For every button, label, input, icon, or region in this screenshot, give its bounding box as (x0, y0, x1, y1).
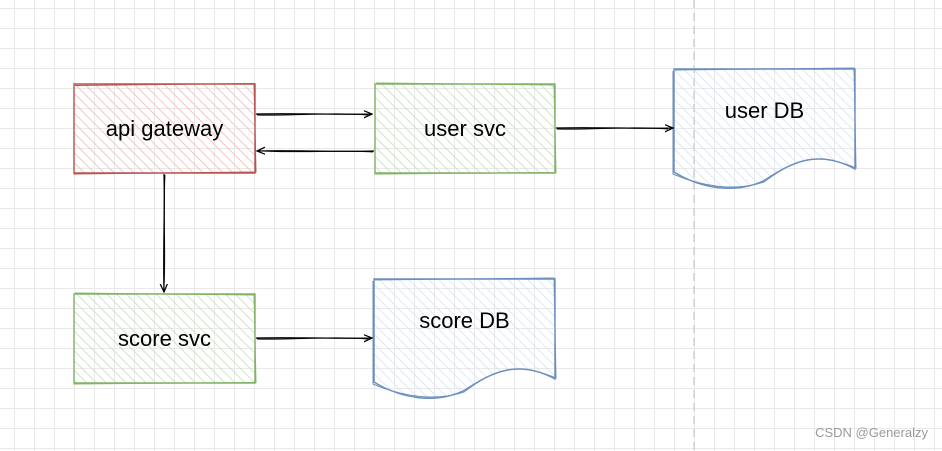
user-db-label: user DB (724, 98, 805, 123)
user-db-document[interactable] (672, 67, 857, 189)
edge-score-svc-to-score-db (255, 338, 372, 339)
user-svc-box[interactable] (374, 82, 557, 175)
edge-api-gateway-to-score-svc (164, 173, 165, 292)
watermark-text: CSDN @Generalzy (815, 425, 928, 440)
score-svc-box[interactable] (73, 292, 257, 385)
api-gateway-label: api gateway (105, 115, 224, 141)
edge-user-svc-to-api-gateway (257, 151, 375, 152)
score-db-label: score DB (419, 308, 510, 333)
score-db-document[interactable] (372, 277, 557, 399)
edge-api-gateway-to-user-svc (255, 114, 372, 115)
api-gateway-box[interactable] (73, 82, 257, 175)
score-svc-label: score svc (118, 325, 211, 351)
edge-user-svc-to-user-db (555, 128, 673, 129)
user-svc-label: user svc (424, 115, 506, 141)
